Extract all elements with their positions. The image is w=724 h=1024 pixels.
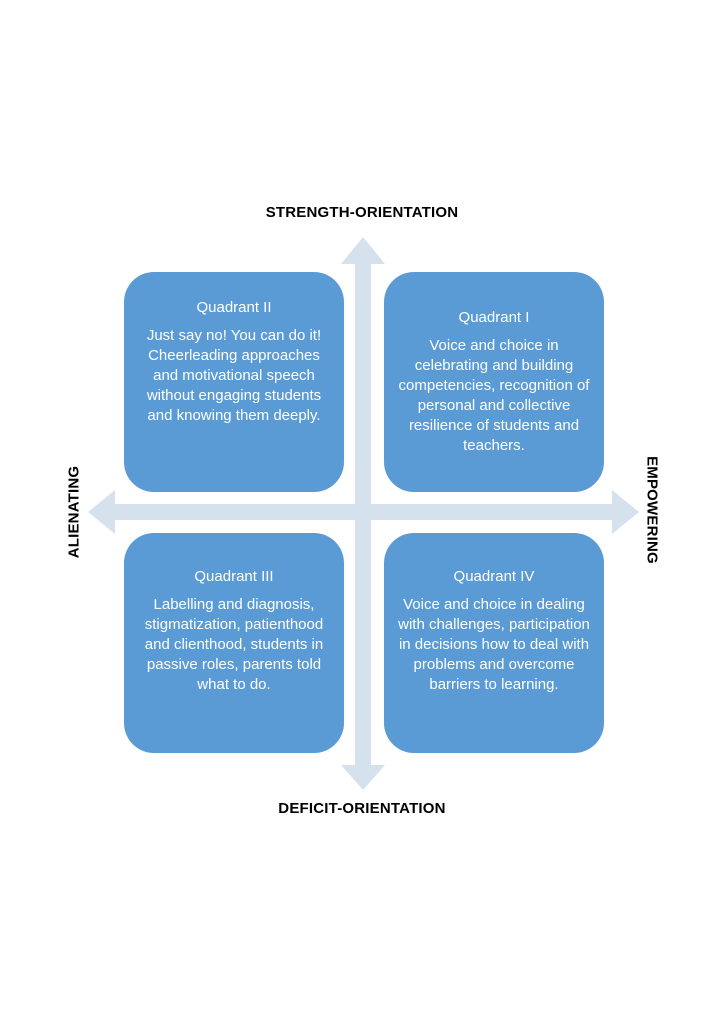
axis-label-alienating: ALIENATING [65, 465, 83, 559]
quadrant-2-box: Quadrant II Just say no! You can do it! … [124, 272, 344, 492]
quadrant-3-text: Labelling and diagnosis, stigmatization,… [144, 596, 324, 693]
quadrant-4-box: Quadrant IV Voice and choice in dealing … [384, 533, 604, 753]
quadrant-1-box: Quadrant I Voice and choice in celebrati… [384, 272, 604, 492]
quadrant-1-text: Voice and choice in celebrating and buil… [398, 337, 590, 454]
quadrant-3-title: Quadrant III [194, 568, 274, 585]
quadrant-3-box: Quadrant III Labelling and diagnosis, st… [124, 533, 344, 753]
quadrant-4-title: Quadrant IV [453, 568, 535, 585]
axis-label-strength-orientation: STRENGTH-ORIENTATION [265, 204, 459, 221]
quadrant-2-title: Quadrant II [196, 299, 272, 316]
axis-label-empowering: EMPOWERING [643, 456, 661, 564]
horizontal-double-arrow [88, 490, 639, 534]
axis-label-deficit-orientation: DEFICIT-ORIENTATION [278, 800, 446, 817]
quadrant-4-text: Voice and choice in dealing with challen… [398, 596, 590, 693]
quadrant-1-title: Quadrant I [458, 309, 530, 326]
quadrant-2-text: Just say no! You can do it! Cheerleading… [146, 327, 322, 424]
